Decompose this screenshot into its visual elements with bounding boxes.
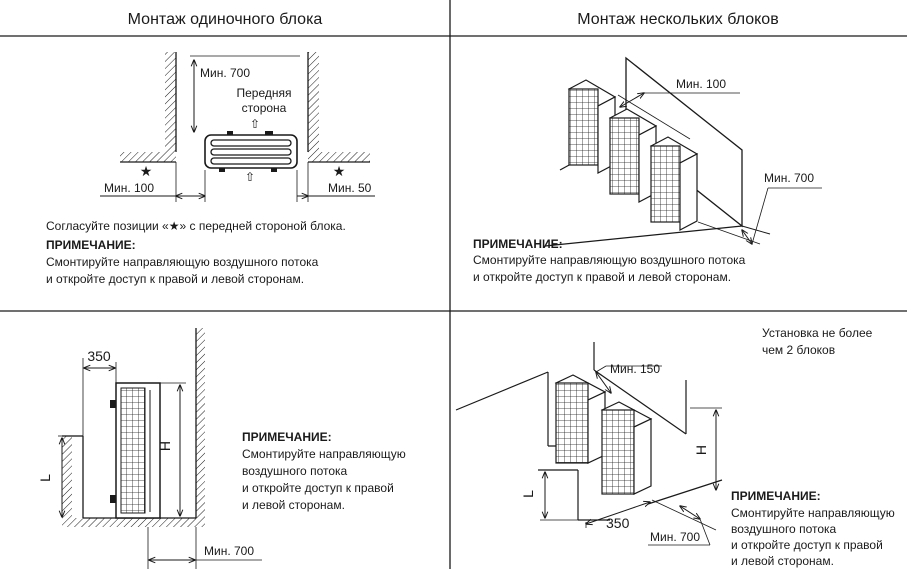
dim-min-100: Мин. 100 (676, 77, 726, 91)
outdoor-unit-top (204, 131, 298, 172)
note-title: ПРИМЕЧАНИЕ: (473, 237, 563, 251)
obstacle-hatch (62, 436, 72, 518)
dim-min-100: Мин. 100 (104, 181, 154, 195)
note-line: Смонтируйте направляющую (731, 506, 895, 520)
dim-l: L (520, 490, 536, 498)
note-title: ПРИМЕЧАНИЕ: (46, 238, 136, 252)
single-unit-side-view: 350 H L Мин. 700 ПРИМЕЧАНИЕ: Смонтируйте… (37, 328, 406, 569)
outdoor-unit (567, 79, 617, 174)
dim-min-50: Мин. 50 (328, 181, 372, 195)
front-side-label: Передняя (236, 86, 291, 100)
left-floor-hatch (120, 152, 176, 162)
right-floor-hatch (308, 152, 370, 162)
multiple-units-view: Мин. 100 Мин. 700 ПРИМЕЧАНИЕ: Смонтируйт… (473, 56, 822, 284)
left-wall-hatch (165, 52, 176, 152)
note-line: воздушного потока (731, 522, 837, 536)
outdoor-unit (554, 374, 607, 464)
dim-l: L (37, 474, 53, 482)
star-instruction: Согласуйте позиции «★» с передней сторон… (46, 219, 346, 233)
front-side-label-2: сторона (242, 101, 287, 115)
star-icon: ★ (333, 163, 346, 179)
single-unit-top-view: ⇧ ⇧ Мин. 700 Передняя сторона ★ ★ Мин. 1… (46, 52, 375, 286)
outdoor-unit-side (110, 382, 161, 519)
back-wall-hatch (196, 328, 205, 518)
header-single-unit: Монтаж одиночного блока (128, 11, 323, 28)
floor-hatch (62, 518, 205, 527)
limit-label: Установка не более (762, 326, 873, 340)
dim-h: H (157, 441, 173, 451)
header-multiple-units: Монтаж нескольких блоков (577, 11, 778, 28)
note-line: и откройте доступ к правой (242, 481, 394, 495)
two-units-side-view: Установка не более чем 2 блоков (455, 326, 895, 568)
outdoor-unit (600, 401, 653, 495)
dim-min-700: Мин. 700 (650, 530, 700, 544)
star-icon: ★ (140, 163, 153, 179)
dim-h: H (693, 445, 709, 455)
note-line: и откройте доступ к правой (731, 538, 883, 552)
note-line: и левой сторонам. (731, 554, 834, 568)
note-line: воздушного потока (242, 464, 348, 478)
dim-min-700: Мин. 700 (764, 171, 814, 185)
dim-350: 350 (87, 348, 111, 364)
dim-min-700: Мин. 700 (204, 544, 254, 558)
note-line: и откройте доступ к правой и левой сторо… (46, 272, 304, 286)
outdoor-unit (649, 136, 699, 231)
limit-label: чем 2 блоков (762, 343, 835, 357)
arrow-up-icon: ⇧ (250, 117, 260, 131)
outdoor-unit (608, 108, 658, 203)
note-line: Смонтируйте направляющую воздушного пото… (46, 255, 319, 269)
arrow-up-icon: ⇧ (245, 170, 255, 184)
note-line: Смонтируйте направляющую (242, 447, 406, 461)
dim-min-700: Мин. 700 (200, 66, 250, 80)
note-line: и левой сторонам. (242, 498, 345, 512)
note-title: ПРИМЕЧАНИЕ: (242, 430, 332, 444)
dim-350: 350 (606, 515, 630, 531)
note-title: ПРИМЕЧАНИЕ: (731, 489, 821, 503)
note-line: Смонтируйте направляющую воздушного пото… (473, 253, 746, 267)
note-line: и откройте доступ к правой и левой сторо… (473, 270, 731, 284)
dim-min-150: Мин. 150 (610, 362, 660, 376)
right-wall-hatch (308, 52, 319, 152)
